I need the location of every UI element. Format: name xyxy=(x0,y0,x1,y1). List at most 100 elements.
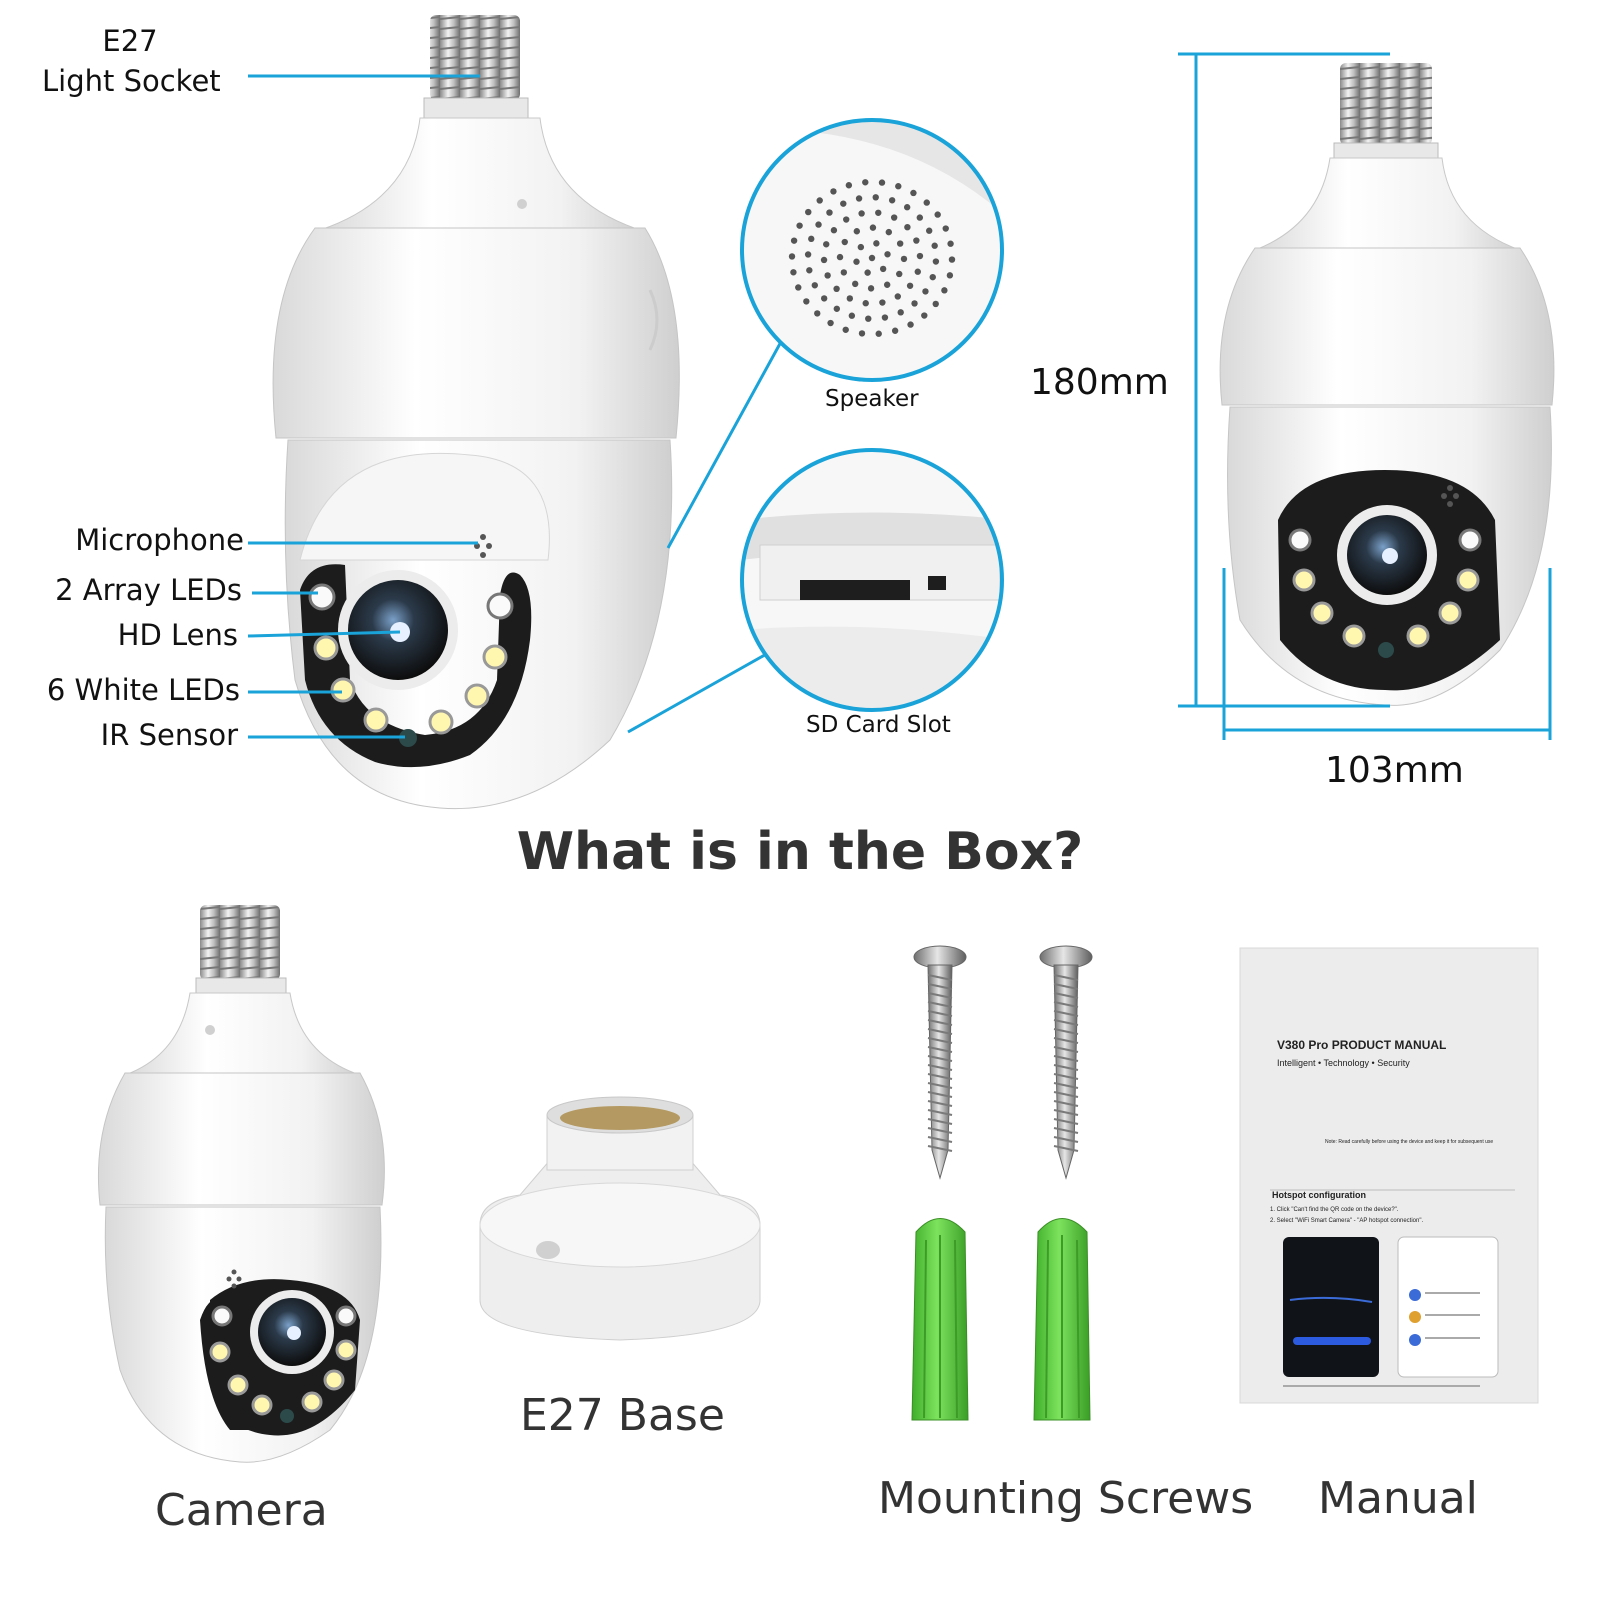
speaker-hole xyxy=(910,189,917,197)
speaker-hole xyxy=(823,241,830,248)
manual-title: V380 Pro PRODUCT MANUAL xyxy=(1277,1038,1447,1052)
speaker-hole xyxy=(913,237,920,244)
sd-card-slot-label: SD Card Slot xyxy=(806,712,951,738)
box-title: What is in the Box? xyxy=(516,822,1084,882)
manual-tagline: Intelligent • Technology • Security xyxy=(1277,1058,1410,1068)
speaker-hole xyxy=(883,281,891,288)
white-leds-label: 6 White LEDs xyxy=(46,673,240,707)
speaker-hole xyxy=(872,194,879,201)
base-caption: E27 Base xyxy=(520,1390,725,1441)
screw-thread xyxy=(927,1073,953,1080)
speaker-hole xyxy=(851,280,859,288)
height-dimension: 180mm xyxy=(1030,362,1169,403)
speaker-hole xyxy=(811,282,819,289)
speaker-hole xyxy=(885,228,893,236)
socket-label-line2: Light Socket xyxy=(42,64,221,98)
speaker-hole xyxy=(865,315,872,322)
speaker-hole xyxy=(827,319,834,327)
screw-thread xyxy=(927,1010,953,1017)
screw-thread xyxy=(1053,1037,1079,1044)
screw-thread xyxy=(1053,983,1079,990)
speaker-hole xyxy=(929,273,936,281)
microphone-label: Microphone xyxy=(75,523,244,557)
speaker-hole xyxy=(846,295,854,302)
speaker-label: Speaker xyxy=(825,386,919,412)
width-dimension: 103mm xyxy=(1325,750,1464,791)
speaker-hole xyxy=(884,251,891,258)
screw-thread xyxy=(1053,1082,1079,1089)
screw-thread xyxy=(927,1091,953,1098)
screws-caption: Mounting Screws xyxy=(878,1473,1254,1524)
screw-thread xyxy=(927,1001,953,1008)
speaker-hole xyxy=(881,314,889,321)
speaker-hole xyxy=(833,285,840,293)
speaker-hole xyxy=(840,200,847,207)
speaker-hole xyxy=(858,330,866,337)
speaker-hole xyxy=(845,182,853,189)
speaker-hole xyxy=(843,216,850,223)
screw-thread xyxy=(927,1028,953,1035)
speaker-hole xyxy=(830,227,838,234)
speaker-hole xyxy=(925,227,933,234)
screw-thread xyxy=(927,1118,953,1125)
speaker-inset xyxy=(740,118,1004,382)
speaker-hole xyxy=(896,240,904,247)
screw-thread xyxy=(1053,1100,1079,1107)
screw-thread xyxy=(1053,1010,1079,1017)
speaker-hole xyxy=(900,255,908,263)
manual-step-2: 2. Select "WiFi Smart Camera" - "AP hots… xyxy=(1270,1218,1424,1224)
manual-step-1: 1. Click "Can't find the QR code on the … xyxy=(1270,1207,1399,1213)
speaker-hole xyxy=(808,235,815,243)
speaker-hole xyxy=(946,272,954,279)
speaker-hole xyxy=(921,312,928,319)
screw-thread xyxy=(1053,1136,1079,1143)
speaker-hole xyxy=(855,195,863,202)
speaker-hole xyxy=(942,225,949,232)
speaker-hole xyxy=(894,293,901,300)
speaker-hole xyxy=(790,237,798,244)
speaker-hole xyxy=(911,300,918,307)
speaker-hole xyxy=(888,197,896,204)
speaker-hole xyxy=(803,298,810,305)
speaker-hole xyxy=(947,240,954,247)
dimension-lines xyxy=(1178,52,1552,740)
speaker-hole xyxy=(858,210,865,217)
screw-thread xyxy=(1053,1064,1079,1071)
speaker-hole xyxy=(875,330,882,337)
screw-thread xyxy=(927,1127,953,1134)
screw-thread xyxy=(1053,1019,1079,1026)
screw-thread xyxy=(1053,1145,1079,1152)
screw-thread xyxy=(1053,1091,1079,1098)
e27-screw-thread xyxy=(430,15,520,100)
speaker-hole xyxy=(842,326,849,333)
screw-thread xyxy=(927,1145,953,1152)
screw-thread xyxy=(927,1019,953,1026)
screw-thread xyxy=(927,1100,953,1107)
screw-thread xyxy=(927,1109,953,1116)
speaker-hole xyxy=(857,243,865,251)
wall-anchors xyxy=(911,1218,1091,1421)
speaker-hole xyxy=(873,240,880,247)
callout-lines xyxy=(247,74,784,739)
screw-thread xyxy=(927,1082,953,1089)
screw-thread xyxy=(1053,1046,1079,1053)
speaker-hole xyxy=(841,238,848,246)
manual-note: Note: Read carefully before using the de… xyxy=(1325,1139,1494,1145)
speaker-hole xyxy=(879,265,887,273)
speaker-hole xyxy=(806,267,813,274)
speaker-hole xyxy=(853,258,860,265)
speaker-hole xyxy=(890,214,898,221)
speaker-hole xyxy=(891,327,899,334)
screw-thread xyxy=(1053,1073,1079,1080)
camera-caption: Camera xyxy=(155,1485,328,1536)
manual-phone-screen-2 xyxy=(1397,1236,1499,1378)
speaker-hole xyxy=(848,312,856,319)
speaker-hole xyxy=(796,222,803,229)
speaker-hole xyxy=(862,300,869,307)
dimension-camera xyxy=(1219,63,1555,706)
main-camera xyxy=(272,15,680,810)
screw-thread xyxy=(1053,1028,1079,1035)
screw-thread xyxy=(927,983,953,990)
speaker-hole xyxy=(830,188,837,195)
